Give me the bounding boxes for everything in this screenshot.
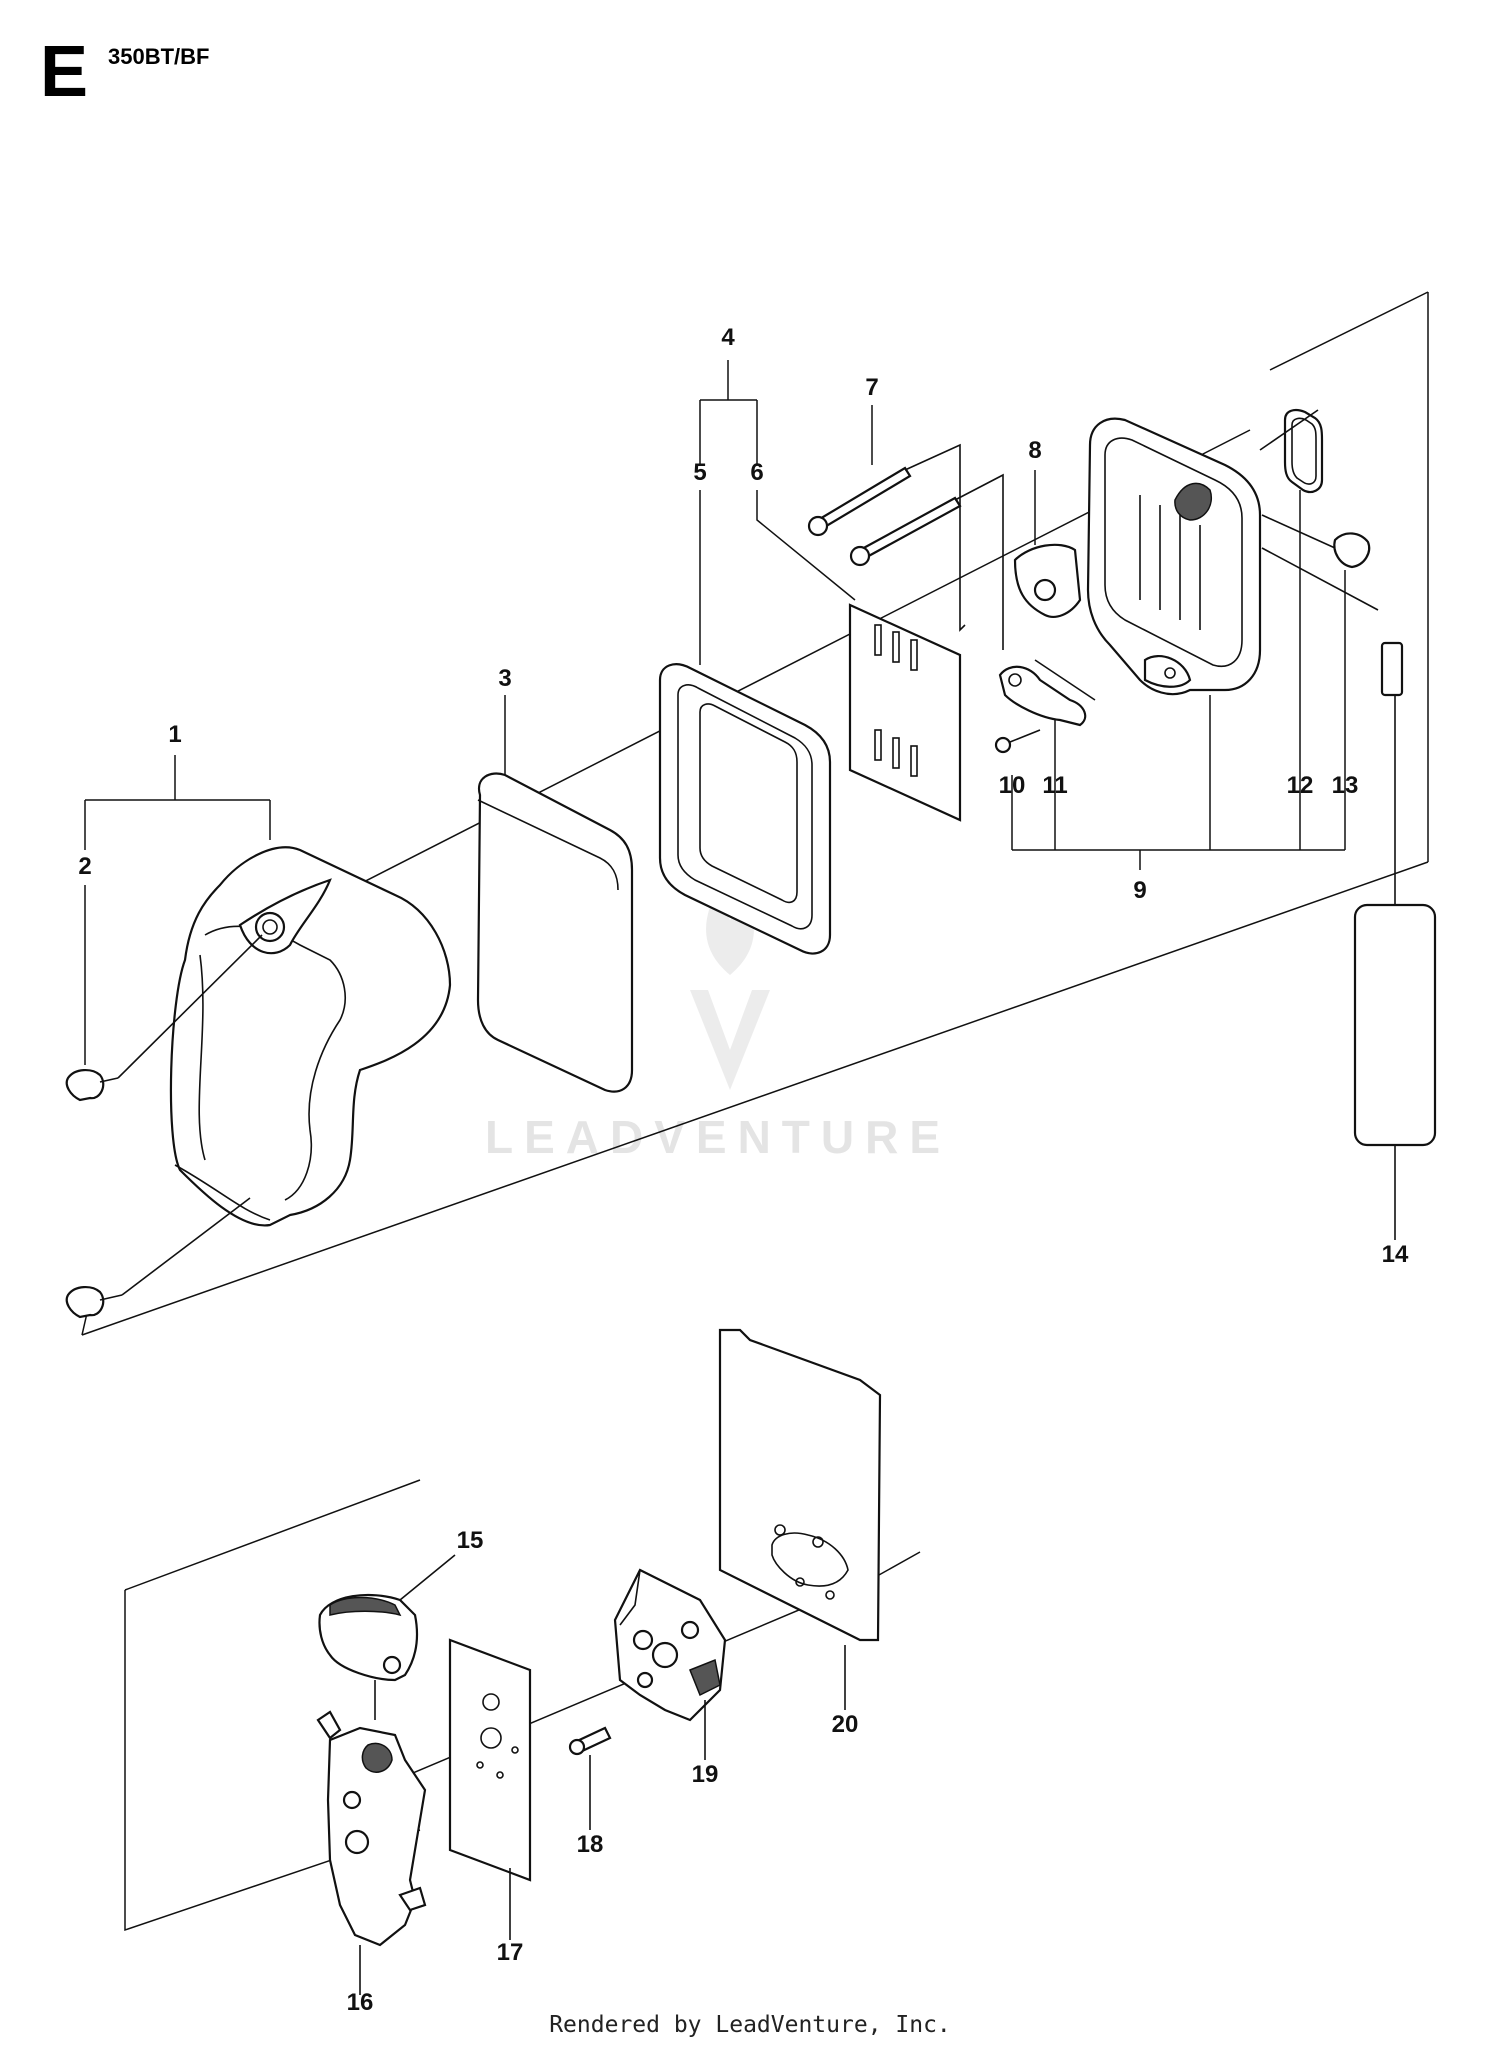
- part-7-bolts: [807, 443, 1004, 650]
- callout-19: 19: [692, 1761, 719, 1788]
- part-2-knob-upper: [65, 934, 263, 1102]
- callout-7: 7: [865, 374, 878, 401]
- part-11-clip: [998, 659, 1096, 727]
- callout-10: 10: [999, 772, 1026, 799]
- callout-8: 8: [1028, 437, 1041, 464]
- part-13-knob: [1261, 514, 1379, 611]
- callout-20: 20: [832, 1711, 859, 1738]
- part-6-screen: [848, 603, 962, 822]
- part-8-bracket: [1013, 543, 1082, 618]
- callout-13: 13: [1332, 772, 1359, 799]
- callout-17: 17: [497, 1939, 524, 1966]
- callout-labels: 1 2 3 4 5 6 7 8 9 10 11 12 13 14 15 16 1…: [78, 324, 1409, 2016]
- callout-3: 3: [498, 665, 511, 692]
- part-14-decal: [1353, 641, 1437, 1240]
- part-16-carburetor: [316, 1710, 427, 1995]
- part-15-cap: [318, 1554, 456, 1720]
- callout-11: 11: [1042, 772, 1067, 799]
- model-title: 350BT/BF: [108, 44, 210, 69]
- lower-frame: [124, 1479, 921, 1932]
- watermark-text: LEADVENTURE: [485, 1111, 952, 1163]
- callout-16: 16: [347, 1989, 374, 2016]
- part-20-gasket: [718, 1328, 882, 1710]
- callout-6: 6: [750, 459, 763, 486]
- callout-4: 4: [721, 324, 735, 351]
- callout-1: 1: [168, 721, 181, 748]
- callout-5: 5: [693, 459, 706, 486]
- callout-2: 2: [78, 853, 91, 880]
- part-9-filter-base: [1086, 417, 1262, 696]
- part-3-foam-filter: [476, 772, 634, 1093]
- callout-15: 15: [457, 1527, 484, 1554]
- callout-lines-upper: [84, 360, 1346, 1065]
- footer-credit: Rendered by LeadVenture, Inc.: [549, 2012, 951, 2038]
- callout-18: 18: [577, 1831, 604, 1858]
- callout-9: 9: [1133, 877, 1146, 904]
- callout-12: 12: [1287, 772, 1314, 799]
- section-letter: E: [40, 32, 89, 112]
- part-18-screw: [568, 1726, 612, 1830]
- part-2-knob-lower: [65, 1197, 251, 1319]
- part-19-intake: [613, 1568, 727, 1760]
- callout-14: 14: [1382, 1241, 1409, 1268]
- part-17-gasket: [448, 1638, 532, 1940]
- part-12-o-ring: [1259, 409, 1324, 494]
- part-1-filter-cover: [169, 846, 452, 1227]
- part-5-gasket-frame: [658, 663, 832, 955]
- part-10-screw: [994, 729, 1041, 754]
